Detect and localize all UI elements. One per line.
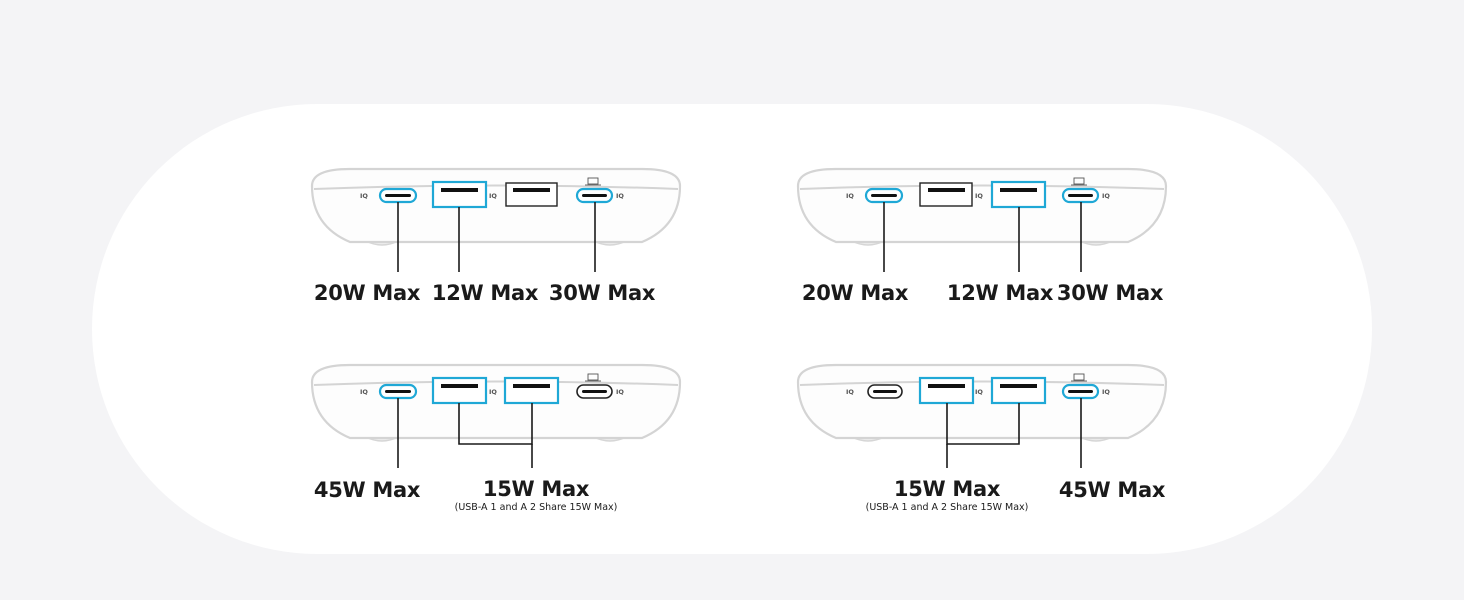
usb-c1-power-label: 45W Max: [313, 478, 421, 502]
shared-power-note: (USB-A 1 and A 2 Share 15W Max): [865, 502, 1029, 513]
usb-c2-power-label: 45W Max: [1058, 478, 1166, 502]
leader-lines-bottom-right: [946, 398, 1082, 468]
usb-c-port-1: IQ: [846, 384, 903, 399]
power-bank-bottom-left: IQ IQ IQ: [310, 363, 682, 442]
usb-c1-power-label: 20W Max: [801, 281, 909, 305]
usb-c2-power-label: 30W Max: [548, 281, 656, 305]
usb-a-port-2: [990, 376, 1047, 405]
usb-c-port-2: IQ: [1061, 373, 1110, 400]
leader-lines-top-right: [883, 202, 1082, 272]
usb-c-port-1: IQ: [360, 383, 418, 400]
usb-a-shared-power-label: 15W Max: [893, 477, 1001, 501]
power-bank-top-left: IQ IQ IQ: [310, 167, 682, 246]
power-bank-bottom-right: IQ IQ IQ: [796, 363, 1168, 442]
shared-power-note: (USB-A 1 and A 2 Share 15W Max): [454, 502, 618, 513]
power-bank-top-right: IQ IQ IQ: [796, 167, 1168, 246]
svg-text:IQ: IQ: [1102, 388, 1110, 396]
svg-text:IQ: IQ: [846, 388, 854, 396]
svg-text:IQ: IQ: [616, 388, 624, 396]
usb-a1-power-label: 12W Max: [431, 281, 539, 305]
svg-text:IQ: IQ: [616, 192, 624, 200]
leader-lines-top-left: [397, 202, 596, 272]
svg-text:IQ: IQ: [360, 192, 368, 200]
usb-a-port-1: IQ: [918, 376, 983, 405]
svg-text:IQ: IQ: [975, 388, 983, 396]
usb-a-port-1: IQ: [431, 180, 497, 209]
usb-a-port-2: [990, 180, 1047, 209]
leader-lines-bottom-left: [397, 398, 533, 468]
usb-c-port-2: IQ: [576, 373, 624, 399]
usb-a-port-1: IQ: [431, 376, 497, 405]
usb-c2-power-label: 30W Max: [1056, 281, 1164, 305]
svg-text:IQ: IQ: [489, 388, 497, 396]
usb-a-shared-power-label: 15W Max: [482, 477, 590, 501]
svg-text:IQ: IQ: [489, 192, 497, 200]
svg-text:IQ: IQ: [360, 388, 368, 396]
svg-text:IQ: IQ: [1102, 192, 1110, 200]
usb-c1-power-label: 20W Max: [313, 281, 421, 305]
svg-text:IQ: IQ: [846, 192, 854, 200]
svg-text:IQ: IQ: [975, 192, 983, 200]
usb-a2-power-label: 12W Max: [946, 281, 1054, 305]
usb-a-port-2: [503, 376, 560, 405]
usb-a-port-2: [505, 182, 558, 207]
usb-a-port-1: IQ: [919, 182, 983, 207]
